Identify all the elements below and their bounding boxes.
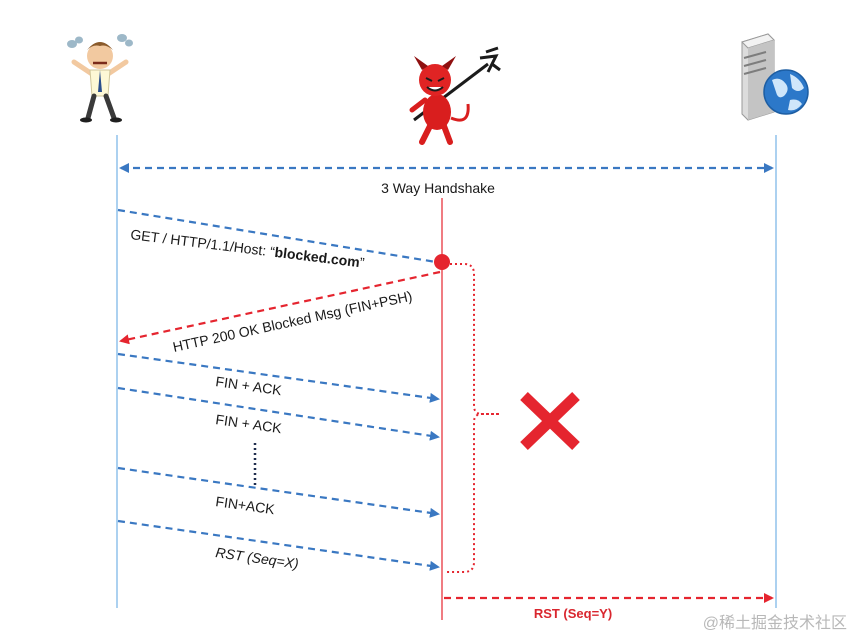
fin-ack-2-arrow [117, 386, 440, 441]
fin-ack-3-label: FIN+ACK [215, 493, 277, 517]
get-request-arrow [117, 208, 437, 264]
http200-arrow [119, 270, 441, 345]
rst-injected-label: RST (Seq=Y) [534, 606, 612, 621]
red-devil-icon [409, 46, 501, 145]
blocked-x-icon [520, 392, 580, 450]
get-request-suffix: ” [359, 254, 366, 270]
web-server-icon [741, 33, 809, 121]
ignored-packets-bracket [446, 263, 500, 573]
http200-label: HTTP 200 OK Blocked Msg (FIN+PSH) [171, 288, 413, 355]
rst-client-label: RST (Seq=X) [215, 544, 300, 571]
rst-client-arrow [117, 519, 440, 571]
get-request-label: GET / HTTP/1.1/Host: “blocked.com” [130, 226, 366, 271]
handshake-label: 3 Way Handshake [381, 180, 495, 196]
fin-ack-1-arrow [117, 352, 440, 403]
frustrated-user-icon [67, 34, 133, 123]
watermark: @稀土掘金技术社区 [703, 614, 847, 632]
fin-ack-2-label: FIN + ACK [215, 411, 284, 436]
interception-point [434, 254, 450, 270]
fin-ack-3-arrow [117, 466, 440, 518]
